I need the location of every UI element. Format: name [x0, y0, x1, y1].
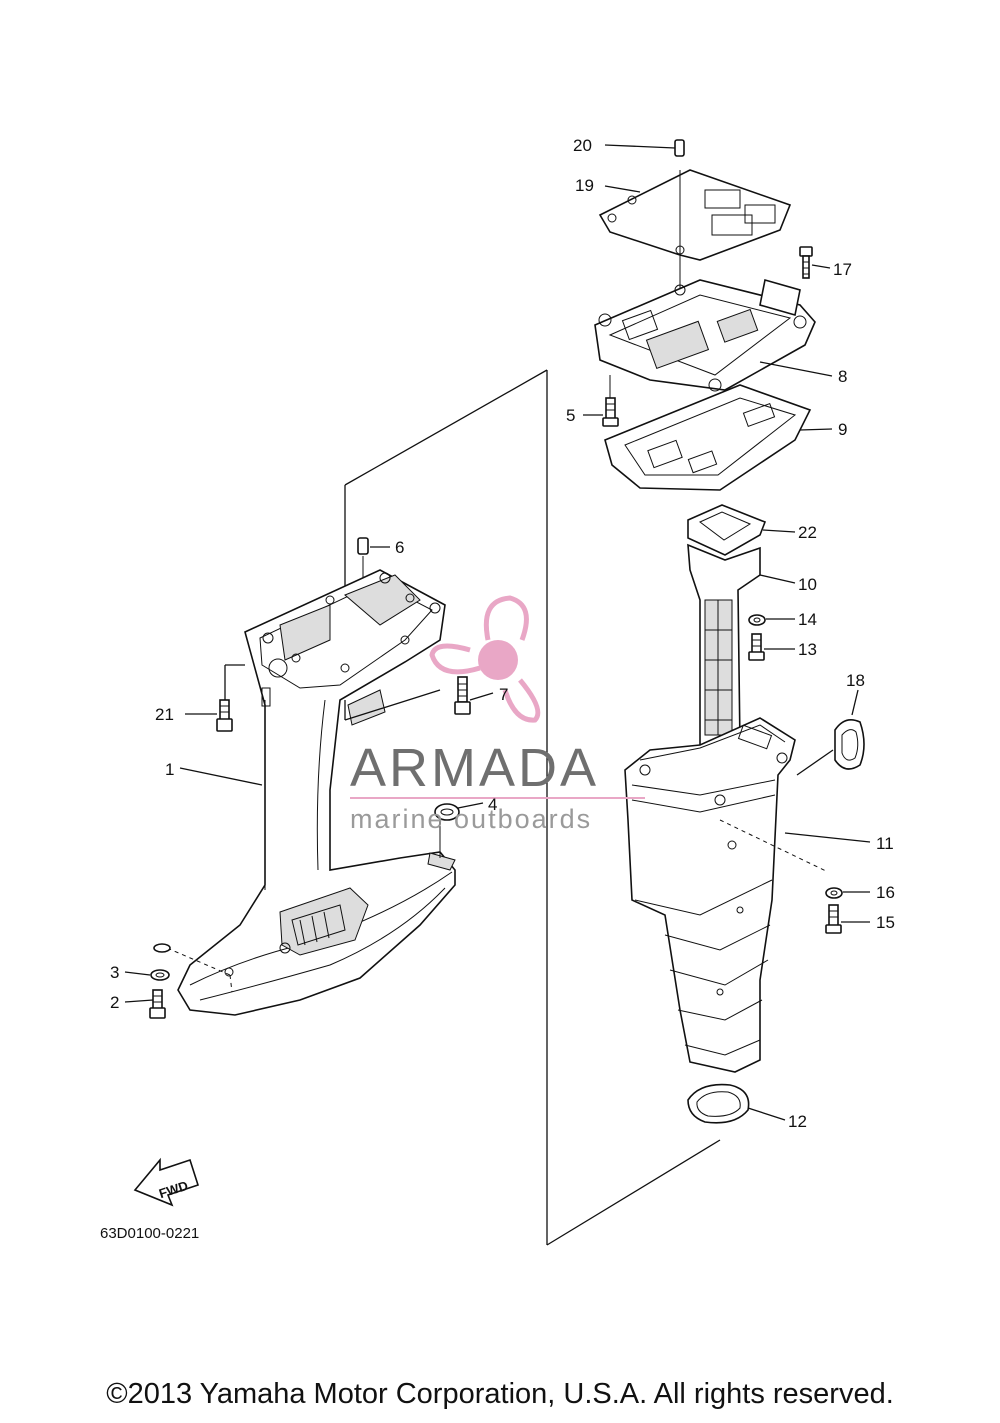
- callout-labels: 1 2 3 4 5 6 7 8 9 10 11 12 13 14 15 16 1…: [110, 136, 895, 1131]
- propeller-logo-icon: [429, 595, 541, 723]
- dowel-pin-20: [604, 139, 685, 157]
- seal-12: [687, 1083, 786, 1124]
- callout-2: 2: [110, 993, 119, 1012]
- grommet-18: [796, 689, 865, 776]
- bolt-5: [583, 397, 619, 427]
- callout-17: 17: [833, 260, 852, 279]
- gasket-19: [598, 169, 792, 290]
- callout-4: 4: [488, 795, 497, 814]
- callout-3: 3: [110, 963, 119, 982]
- callout-1: 1: [165, 760, 174, 779]
- bolt-17: [799, 246, 831, 279]
- callout-21: 21: [155, 705, 174, 724]
- bolt-15: [825, 904, 870, 934]
- diagram-code: 63D0100-0221: [100, 1225, 199, 1242]
- callout-20: 20: [573, 136, 592, 155]
- dowel-pin-6: [357, 537, 390, 580]
- callout-13: 13: [798, 640, 817, 659]
- gasket-22: [687, 504, 796, 556]
- forward-arrow-icon: FWD: [133, 1157, 200, 1207]
- bolt-7: [454, 676, 494, 715]
- washer-16: [825, 887, 870, 899]
- watermark-brand: ARMADA: [350, 738, 599, 798]
- upper-casing-1: [159, 569, 456, 1016]
- armada-watermark: ARMADA marine outboards: [350, 595, 645, 834]
- callout-9: 9: [838, 420, 847, 439]
- callout-15: 15: [876, 913, 895, 932]
- callout-7: 7: [499, 685, 508, 704]
- bolt-13: [748, 633, 795, 661]
- callout-16: 16: [876, 883, 895, 902]
- callout-14: 14: [798, 610, 817, 629]
- callout-18: 18: [846, 671, 865, 690]
- callout-6: 6: [395, 538, 404, 557]
- assembly-frame-lines: [344, 369, 721, 1246]
- exhaust-manifold-11: [624, 717, 871, 1073]
- callout-11: 11: [876, 834, 894, 853]
- callout-10: 10: [798, 575, 817, 594]
- plug-4: [434, 802, 484, 858]
- watermark-tagline: marine outboards: [350, 804, 592, 834]
- bolt-21: [185, 699, 233, 732]
- callout-19: 19: [575, 176, 594, 195]
- gasket-9: [604, 384, 833, 491]
- callout-22: 22: [798, 523, 817, 542]
- washer-14: [748, 614, 795, 626]
- exhaust-pipe-10: [687, 543, 796, 746]
- washer-3: [124, 943, 171, 981]
- callout-5: 5: [566, 406, 575, 425]
- upper-plate-8: [594, 278, 833, 400]
- bolt-2: [124, 989, 166, 1019]
- callout-8: 8: [838, 367, 847, 386]
- copyright-notice: ©2013 Yamaha Motor Corporation, U.S.A. A…: [106, 1378, 894, 1410]
- propeller-hub-icon: [478, 640, 518, 680]
- callout-12: 12: [788, 1112, 807, 1131]
